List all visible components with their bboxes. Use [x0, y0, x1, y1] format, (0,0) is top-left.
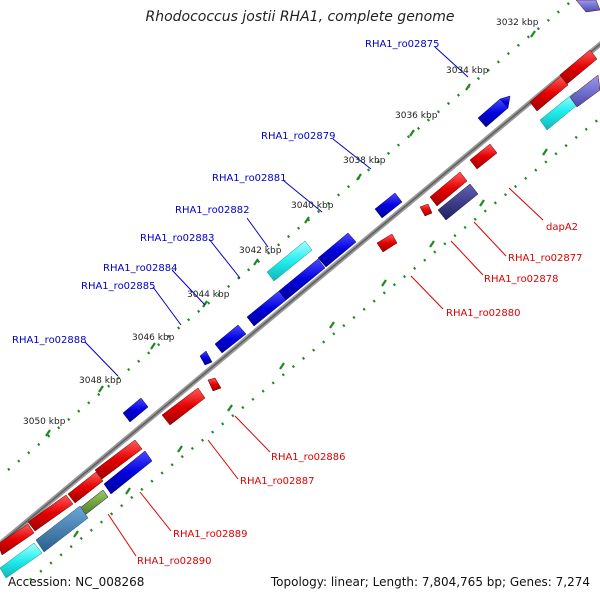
gene-arrow	[207, 377, 222, 392]
tick-label: 3044 kbp	[187, 290, 230, 300]
gene-cyan	[0, 542, 43, 579]
tick-label: 3040 kbp	[291, 201, 334, 211]
tick-label: 3036 kbp	[395, 111, 438, 121]
axis-tick-labels: 3032 kbp 3034 kbp 3036 kbp 3038 kbp 3040…	[23, 18, 539, 427]
label-connectors-forward	[84, 46, 469, 377]
accession-text: Accession: NC_008268	[8, 575, 145, 589]
gene-arrow	[161, 387, 206, 426]
tick-label: 3048 kbp	[79, 376, 122, 386]
gene-label[interactable]: RHA1_ro02877	[508, 253, 583, 264]
gene-label[interactable]: RHA1_ro02884	[103, 263, 178, 274]
gene-cyan	[266, 240, 313, 282]
gene-label[interactable]: RHA1_ro02881	[212, 173, 287, 184]
gene-arrow	[529, 75, 569, 112]
forward-genes	[79, 95, 511, 516]
gene-label[interactable]: dapA2	[546, 222, 578, 233]
reverse-genes	[0, 0, 600, 579]
major-ticks	[45, 30, 548, 538]
tick-label: 3038 kbp	[343, 156, 386, 166]
gene-arrow	[0, 523, 35, 556]
gene-arrow	[67, 471, 104, 504]
gene-label[interactable]: RHA1_ro02882	[175, 205, 250, 216]
tick-label: 3050 kbp	[23, 417, 66, 427]
gene-arrow	[429, 171, 468, 207]
gene-lavender	[569, 74, 600, 108]
tick-label: 3032 kbp	[496, 18, 539, 28]
genome-summary-text: Topology: linear; Length: 7,804,765 bp; …	[270, 575, 590, 589]
tick-label: 3046 kbp	[132, 333, 175, 343]
gene-label[interactable]: RHA1_ro02883	[140, 233, 215, 244]
gene-lavender	[575, 0, 600, 13]
gene-arrow	[122, 397, 149, 423]
gene-arrow	[419, 203, 433, 217]
gene-arrow	[376, 233, 398, 253]
gene-arrow	[559, 49, 598, 85]
genome-backbone	[0, 41, 600, 547]
map-title: Rhodococcus jostii RHA1, complete genome	[145, 9, 455, 25]
gene-arrow	[246, 290, 287, 327]
gene-arrow	[94, 439, 143, 480]
tick-ring-inner	[29, 116, 600, 581]
tick-label: 3034 kbp	[446, 66, 489, 76]
gene-arrow	[499, 95, 511, 109]
gene-arrow	[199, 350, 213, 366]
gene-label[interactable]: RHA1_ro02886	[271, 452, 346, 463]
gene-arrow	[103, 450, 153, 495]
gene-arrow	[317, 232, 357, 268]
gene-label[interactable]: RHA1_ro02875	[365, 39, 440, 50]
gene-label[interactable]: RHA1_ro02879	[261, 131, 336, 142]
label-connectors-reverse	[107, 187, 544, 557]
gene-navy	[437, 183, 479, 221]
gene-label[interactable]: RHA1_ro02885	[81, 281, 156, 292]
gene-steel	[35, 505, 89, 553]
gene-label[interactable]: RHA1_ro02888	[12, 335, 87, 346]
gene-label[interactable]: RHA1_ro02887	[240, 476, 315, 487]
gene-arrow	[27, 494, 74, 532]
gene-label[interactable]: RHA1_ro02878	[484, 274, 559, 285]
gene-arrow	[214, 324, 247, 354]
gene-label[interactable]: RHA1_ro02889	[173, 529, 248, 540]
gene-label[interactable]: RHA1_ro02890	[137, 556, 212, 567]
gene-label[interactable]: RHA1_ro02880	[446, 308, 521, 319]
gene-labels-forward: RHA1_ro02875 RHA1_ro02879 RHA1_ro02881 R…	[12, 39, 440, 346]
tick-ring-outer	[7, 0, 575, 471]
gene-arrow	[469, 143, 498, 170]
gene-labels-reverse: dapA2 RHA1_ro02877 RHA1_ro02878 RHA1_ro0…	[137, 222, 583, 567]
gene-arrow	[374, 192, 403, 219]
tick-label: 3042 kbp	[239, 246, 282, 256]
